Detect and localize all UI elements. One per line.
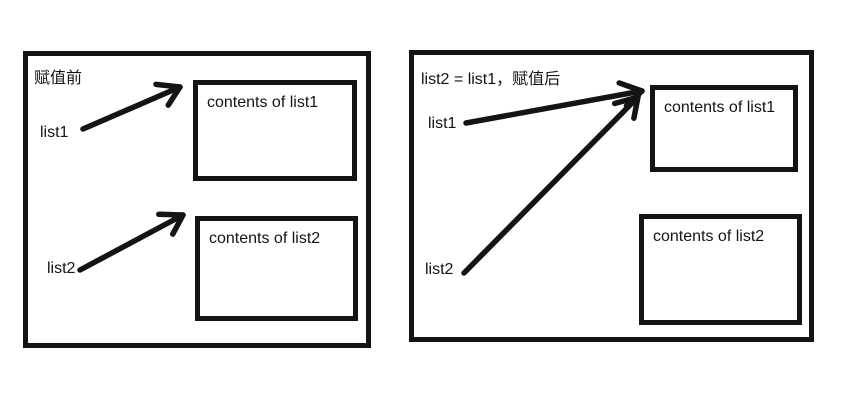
contents-box-list2-label: contents of list2 [653, 228, 765, 245]
panel-before-assignment: 赋值前 list1 list2 contents of list1 conten… [23, 51, 371, 348]
pointer-arrow-list1 [80, 81, 183, 132]
panel-after-assignment: list2 = list1，赋值后 list1 list2 contents o… [409, 50, 814, 342]
contents-box-list2: contents of list2 [639, 214, 802, 325]
pointer-arrow-list2 [77, 211, 186, 273]
variable-label-list1: list1 [40, 124, 69, 141]
contents-box-list1-label: contents of list1 [207, 94, 319, 111]
contents-box-list2: contents of list2 [195, 216, 358, 321]
variable-label-list2: list2 [47, 260, 76, 277]
panel-after-title: list2 = list1，赋值后 [421, 71, 561, 88]
contents-box-list1: contents of list1 [193, 80, 357, 181]
pointer-arrow-list2 [461, 94, 641, 276]
panel-before-title: 赋值前 [34, 70, 83, 87]
pointer-arrow-list1 [463, 80, 645, 126]
contents-box-list2-label: contents of list2 [209, 230, 321, 247]
contents-box-list1-label: contents of list1 [664, 99, 776, 116]
variable-label-list1: list1 [428, 115, 457, 132]
variable-label-list2: list2 [425, 261, 454, 278]
contents-box-list1: contents of list1 [650, 85, 798, 172]
